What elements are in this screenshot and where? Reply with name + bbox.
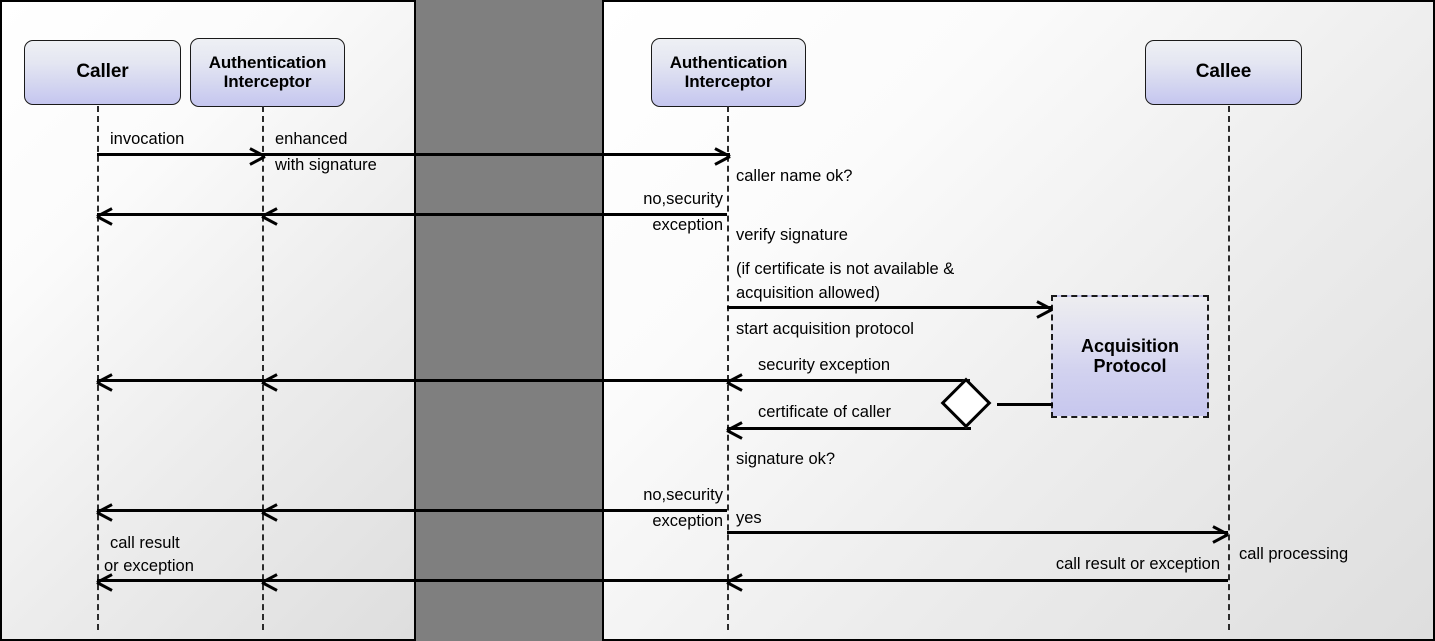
- message-line-yes: [727, 531, 1228, 534]
- auth-line-2: Interceptor: [223, 71, 312, 91]
- lifeline-label-authentication-interceptor-left: Authentication Interceptor: [208, 53, 327, 91]
- message-line-no-security-exception-2: [97, 509, 727, 512]
- note-call-processing: call processing: [1239, 545, 1349, 563]
- acq-line-1: Acquisition: [1081, 335, 1179, 356]
- lifeline-box-authentication-interceptor-left[interactable]: Authentication Interceptor: [190, 38, 345, 107]
- message-label-yes: yes: [736, 509, 762, 527]
- lifeline-authentication-interceptor-left: [262, 106, 264, 630]
- message-line-no-security-exception-1: [97, 213, 727, 216]
- message-label-no-security-1: no,security: [643, 190, 723, 208]
- message-label-exception-2: exception: [652, 512, 723, 530]
- lifeline-box-authentication-interceptor-right[interactable]: Authentication Interceptor: [651, 38, 806, 107]
- message-label-enhanced: enhanced: [275, 130, 348, 148]
- message-line-call-result-or-exception-right: [727, 579, 1228, 582]
- auth-line-1: Authentication: [208, 53, 327, 73]
- message-label-certificate-of-caller: certificate of caller: [758, 403, 891, 421]
- note-signature-ok: signature ok?: [736, 450, 836, 468]
- message-label-exception-1: exception: [652, 216, 723, 234]
- message-line-enhanced-with-signature: [262, 153, 730, 156]
- message-label-with-signature: with signature: [275, 156, 377, 174]
- message-line-invocation: [97, 153, 265, 156]
- message-label-invocation: invocation: [110, 130, 185, 148]
- lifeline-callee: [1228, 106, 1230, 630]
- acquisition-protocol-box[interactable]: Acquisition Protocol: [1051, 295, 1209, 418]
- message-label-if-certificate-line-1: (if certificate is not available &: [736, 260, 955, 278]
- lifeline-caller: [97, 106, 99, 630]
- message-label-call-result: call result: [110, 534, 180, 552]
- lifeline-authentication-interceptor-right: [727, 106, 729, 630]
- auth2-line-2: Interceptor: [684, 71, 773, 91]
- note-verify-signature: verify signature: [736, 226, 848, 244]
- connector-line-acquisition: [997, 403, 1053, 406]
- message-line-certificate-of-caller: [727, 427, 971, 430]
- message-label-no-security-2: no,security: [643, 486, 723, 504]
- auth2-line-1: Authentication: [669, 53, 788, 73]
- lifeline-box-callee[interactable]: Callee: [1145, 40, 1302, 105]
- lifeline-label-callee: Callee: [1195, 61, 1252, 83]
- note-caller-name-ok: caller name ok?: [736, 167, 853, 185]
- lifeline-label-caller: Caller: [76, 61, 129, 83]
- message-label-start-acquisition-protocol: start acquisition protocol: [736, 320, 914, 338]
- acquisition-protocol-label: Acquisition Protocol: [1081, 335, 1179, 377]
- message-line-start-acquisition-protocol: [727, 306, 1052, 309]
- message-line-security-exception: [97, 379, 970, 382]
- acq-line-2: Protocol: [1093, 355, 1167, 376]
- message-label-or-exception: or exception: [104, 557, 194, 575]
- message-label-call-result-or-exception-right: call result or exception: [1055, 555, 1220, 573]
- message-label-security-exception: security exception: [758, 356, 891, 374]
- lifeline-box-caller[interactable]: Caller: [24, 40, 181, 105]
- message-label-if-certificate-line-2: acquisition allowed): [736, 284, 880, 302]
- lifeline-label-authentication-interceptor-right: Authentication Interceptor: [669, 53, 788, 91]
- message-line-call-result-or-exception-left: [97, 579, 727, 582]
